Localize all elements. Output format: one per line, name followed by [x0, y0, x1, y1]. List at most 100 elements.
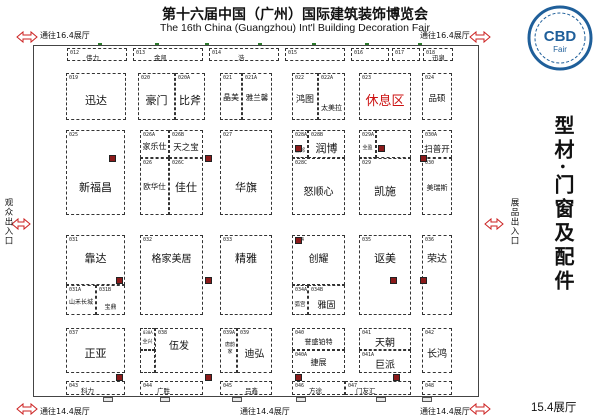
booth-top-6[interactable]: 017	[392, 48, 420, 61]
booth-022[interactable]: 022 鸿图	[292, 73, 318, 120]
fair-title-cn: 第十六届中国（广州）国际建筑装饰博览会	[162, 7, 428, 23]
booth-026[interactable]: 026 欧华仕	[140, 158, 169, 215]
exhibit-entrance-label: 展品出入口	[509, 198, 519, 246]
booth-034b[interactable]: 034B 雅固	[308, 285, 345, 315]
gate-bottom-center-label: 通往14.4展厅	[240, 407, 290, 416]
booth-021[interactable]: 021 晶美	[220, 73, 242, 120]
pillar-marker	[390, 277, 397, 284]
booth-039a[interactable]: 039A 唐韵家	[220, 328, 237, 373]
booth-040[interactable]: 040 誉盛铂特	[292, 328, 345, 350]
booth-047[interactable]: 047 门友汇	[345, 381, 411, 395]
gate-bottom-left-label: 通往14.4展厅	[40, 407, 90, 416]
door-icon	[376, 397, 386, 402]
door-icon	[232, 397, 242, 402]
booth-031a[interactable]: 031A 山禾长城	[66, 285, 96, 315]
booth-top-7[interactable]: 018 迅泉	[423, 48, 453, 62]
booth-034[interactable]: 034 创耀	[292, 235, 345, 285]
booth-037[interactable]: 037 正亚	[66, 328, 125, 373]
pillar-marker	[205, 155, 212, 162]
booth-041[interactable]: 041 天朝	[359, 328, 411, 350]
double-arrow-icon	[484, 217, 504, 231]
booth-028[interactable]: 028B 润博	[308, 130, 345, 158]
booth-045[interactable]: 045 吕鑫	[220, 381, 272, 395]
pillar-marker	[393, 374, 400, 381]
booth-030a[interactable]: 030A 扫普开	[422, 130, 452, 158]
gate-bottom-right-label: 通往14.4展厅	[420, 407, 470, 416]
pillar-marker	[295, 145, 302, 152]
fair-title-en: The 16th China (Guangzhou) Int'l Buildin…	[160, 22, 430, 34]
double-arrow-icon	[16, 30, 38, 44]
booth-025[interactable]: 025 新福昌	[66, 130, 125, 215]
pillar-marker	[116, 374, 123, 381]
door-icon	[103, 397, 113, 402]
booth-043[interactable]: 043 科力	[66, 381, 125, 395]
door-icon	[160, 397, 170, 402]
booth-026b[interactable]: 026B 天之宝	[169, 130, 203, 158]
double-arrow-icon	[469, 402, 491, 416]
visitor-entrance-label: 观众出入口	[3, 198, 13, 246]
pillar-marker	[378, 145, 385, 152]
booth-top-4[interactable]: 015	[285, 48, 345, 61]
booth-046[interactable]: 046 方途	[292, 381, 345, 395]
booth-038b[interactable]	[140, 350, 155, 373]
booth-029[interactable]: 029 凯施	[359, 158, 411, 215]
booth-top-5[interactable]: 016	[351, 48, 389, 61]
booth-030[interactable]: 030 美瑞斯	[422, 158, 452, 215]
cbd-fair-logo: CBD Fair	[527, 5, 593, 71]
logo-ring-icon	[527, 5, 593, 71]
double-arrow-icon	[469, 30, 491, 44]
booth-039[interactable]: 039 迪弘	[237, 328, 272, 373]
booth-022a[interactable]: 022A 太美拉	[318, 73, 345, 120]
booth-026c[interactable]: 026C 佳仕	[169, 158, 203, 215]
booth-top-2[interactable]: 013 金凯	[133, 48, 203, 62]
gate-top-right-label: 通往16.4展厅	[420, 31, 470, 40]
booth-035[interactable]: 035 讴美	[359, 235, 411, 315]
booth-026a[interactable]: 026A 家乐仕	[140, 130, 169, 158]
logo-text-top: CBD	[544, 28, 577, 45]
pillar-marker	[205, 374, 212, 381]
logo-text-bottom: Fair	[553, 45, 567, 54]
booth-031b[interactable]: 031B 宝鼎	[96, 285, 125, 315]
pillar-marker	[295, 237, 302, 244]
booth-032[interactable]: 032 格家美居	[140, 235, 203, 315]
booth-036[interactable]: 036 荣达	[422, 235, 452, 315]
booth-038a[interactable]: 038A 全兴	[140, 328, 155, 350]
booth-020a[interactable]: 020A 比斧	[175, 73, 205, 120]
booth-028a[interactable]: 028A 富邦	[292, 130, 308, 158]
pillar-marker	[116, 277, 123, 284]
booth-019[interactable]: 019 迅达	[66, 73, 126, 120]
booth-029-upper[interactable]	[376, 130, 411, 158]
booth-034a[interactable]: 034A 弧宫	[292, 285, 308, 315]
booth-031[interactable]: 031 靠达	[66, 235, 125, 285]
double-arrow-icon	[11, 217, 31, 231]
booth-038[interactable]: 038 伍发	[155, 328, 203, 373]
double-arrow-icon	[16, 402, 38, 416]
door-icon	[422, 397, 432, 402]
pillar-marker	[109, 155, 116, 162]
booth-041a[interactable]: 041A 巨派	[359, 350, 411, 373]
pillar-marker	[420, 155, 427, 162]
booth-024[interactable]: 024 品硕	[422, 73, 452, 120]
booth-048[interactable]: 048	[422, 381, 452, 395]
pillar-marker	[295, 374, 302, 381]
booth-042[interactable]: 042 长鸿	[422, 328, 452, 373]
booth-033[interactable]: 033 精雅	[220, 235, 272, 315]
pillar-marker	[205, 277, 212, 284]
booth-top-1[interactable]: 012 伟力	[67, 48, 127, 62]
door-icon	[296, 397, 306, 402]
hall-category: 型材·门窗及配件	[551, 115, 575, 294]
hall-number: 15.4展厅	[531, 402, 577, 414]
booth-023-rest-area[interactable]: 023 休息区	[359, 73, 411, 120]
booth-028c[interactable]: 028C 怒顺心	[292, 158, 345, 215]
booth-029a[interactable]: 029A 全盈	[359, 130, 376, 158]
hall-info-panel: CBD Fair	[520, 0, 600, 419]
booth-040a[interactable]: 040A 捷展	[292, 350, 345, 373]
booth-021a[interactable]: 021A 雅兰馨	[242, 73, 272, 120]
gate-top-left-label: 通往16.4展厅	[40, 31, 90, 40]
pillar-marker	[420, 277, 427, 284]
booth-044[interactable]: 044 广胜	[140, 381, 203, 395]
booth-027[interactable]: 027 华旗	[220, 130, 272, 215]
booth-top-3[interactable]: 014 浩	[209, 48, 279, 62]
booth-020[interactable]: 020 豪门	[138, 73, 175, 120]
